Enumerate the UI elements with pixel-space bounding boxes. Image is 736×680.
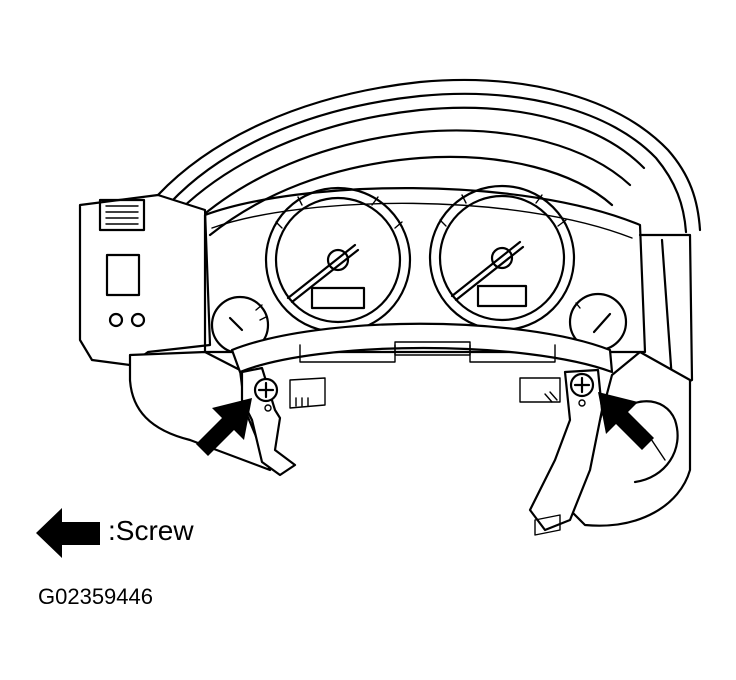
- legend-screw-label: :Screw: [108, 515, 194, 546]
- left-vent-housing: [78, 193, 212, 367]
- arrow-left-icon: [36, 508, 100, 558]
- left-pointer-arrow-icon: [196, 398, 252, 456]
- speedometer-gauge: [264, 186, 412, 334]
- dashboard-hood: [156, 78, 702, 237]
- right-mounting-bracket: [519, 368, 604, 536]
- cluster-face: [203, 187, 647, 354]
- left-screw-icon: [253, 377, 279, 412]
- figure-id: G02359446: [38, 584, 153, 609]
- right-screw-icon: [569, 372, 595, 407]
- right-pointer-arrow-icon: [598, 392, 654, 450]
- lower-bezel-trim: [128, 322, 692, 527]
- tachometer-gauge: [428, 184, 576, 332]
